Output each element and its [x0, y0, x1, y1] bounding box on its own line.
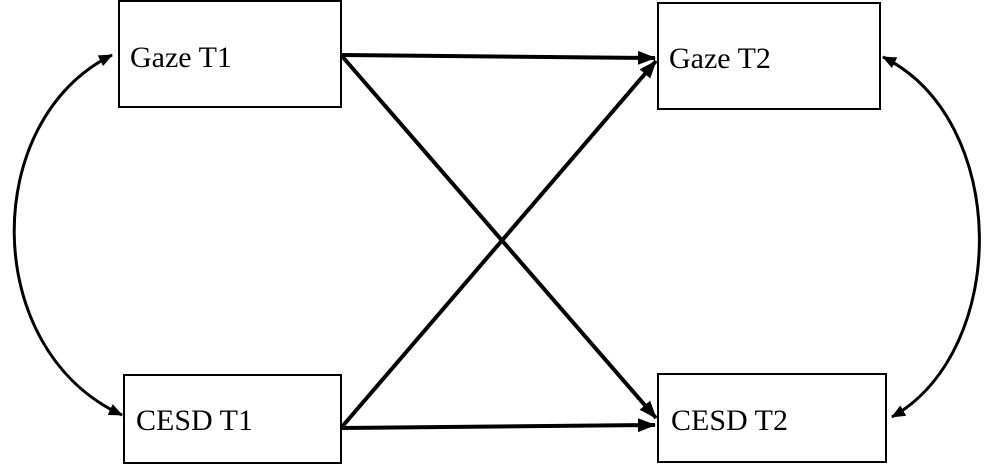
node-label-gaze-t1: Gaze T1: [130, 41, 232, 74]
covariance-gaze-t1-cesd-t1: [12, 53, 123, 417]
node-label-cesd-t1: CESD T1: [136, 404, 253, 437]
node-cesd-t1: CESD T1: [123, 374, 342, 464]
node-gaze-t2: Gaze T2: [657, 2, 881, 110]
node-gaze-t1: Gaze T1: [118, 0, 342, 108]
covariance-gaze-t2-cesd-t2: [882, 55, 981, 419]
path-gaze-t1-to-cesd-t2: [339, 53, 658, 420]
path-gaze-t1-to-gaze-t2: [340, 50, 656, 65]
node-cesd-t2: CESD T2: [657, 373, 887, 463]
node-label-gaze-t2: Gaze T2: [669, 42, 771, 75]
path-cesd-t1-to-gaze-t2: [339, 59, 658, 430]
node-label-cesd-t2: CESD T2: [671, 404, 788, 437]
path-cesd-t1-to-cesd-t2: [340, 418, 656, 433]
